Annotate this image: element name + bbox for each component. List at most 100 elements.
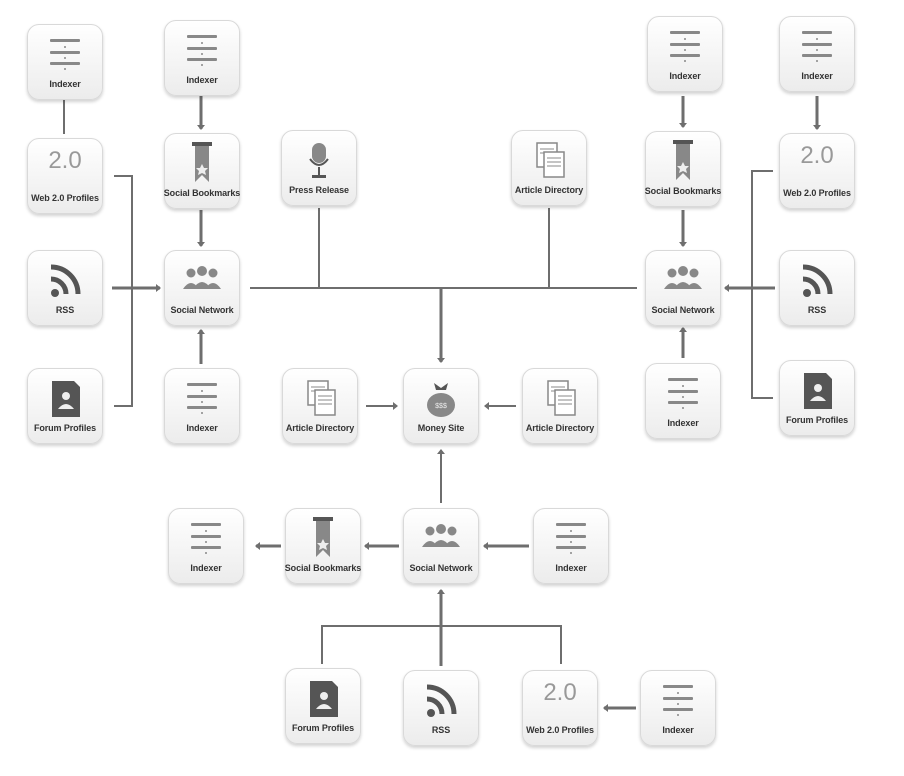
connector-right-bracket <box>751 170 773 399</box>
indexer-list-icon <box>169 517 243 559</box>
node-forum-l: Forum Profiles <box>27 368 103 444</box>
arrow-to-soc-l <box>197 242 205 247</box>
node-label: Web 2.0 Profiles <box>526 725 594 735</box>
rss-feed-icon <box>404 679 478 721</box>
rss-feed-icon <box>28 259 102 301</box>
web20-text-icon: 2.0 <box>543 679 577 706</box>
web20-text-icon: 2.0 <box>48 147 82 174</box>
node-rss-l: RSS <box>27 250 103 326</box>
arrow-idx-far-web20 <box>603 704 608 712</box>
node-label: Article Directory <box>514 185 584 195</box>
node-label: RSS <box>807 305 827 315</box>
forum-profile-icon <box>780 369 854 411</box>
people-group-icon <box>165 259 239 301</box>
node-label: Money Site <box>417 423 465 433</box>
node-art-l: Article Directory <box>282 368 358 444</box>
node-bm-b: Social Bookmarks <box>285 508 361 584</box>
node-money: $$$ Money Site <box>403 368 479 444</box>
node-label: Indexer <box>49 79 81 89</box>
node-soc-l: Social Network <box>164 250 240 326</box>
forum-profile-icon <box>28 377 102 419</box>
indexer-list-icon <box>641 679 715 721</box>
node-idx-b-r: Indexer <box>533 508 609 584</box>
svg-text:$$$: $$$ <box>435 403 447 410</box>
node-label: Indexer <box>662 725 694 735</box>
node-forum-r: Forum Profiles <box>779 360 855 436</box>
node-soc-r: Social Network <box>645 250 721 326</box>
node-label: Indexer <box>667 418 699 428</box>
node-label: Article Directory <box>285 423 355 433</box>
arrow-to-social-l <box>156 284 161 292</box>
indexer-list-icon <box>534 517 608 559</box>
node-label: Forum Profiles <box>785 415 849 425</box>
node-idx-b-l: Indexer <box>168 508 244 584</box>
node-label: Social Network <box>651 305 715 315</box>
indexer-list-icon <box>165 29 239 71</box>
bookmark-ribbon-icon <box>286 517 360 559</box>
bookmark-ribbon-icon <box>165 142 239 184</box>
node-label: Indexer <box>801 71 833 81</box>
people-group-icon <box>646 259 720 301</box>
node-label: Social Bookmarks <box>284 563 362 573</box>
node-bm-r: Social Bookmarks <box>645 131 721 207</box>
documents-icon <box>512 139 586 181</box>
node-idx-tl: Indexer <box>27 24 103 100</box>
node-press: Press Release <box>281 130 357 206</box>
node-idx-tl2: Indexer <box>164 20 240 96</box>
node-label: Social Network <box>409 563 473 573</box>
indexer-list-icon <box>780 25 854 67</box>
documents-icon <box>523 377 597 419</box>
documents-icon <box>283 377 357 419</box>
node-label: RSS <box>431 725 451 735</box>
forum-profile-icon <box>286 677 360 719</box>
node-rss-b: RSS <box>403 670 479 746</box>
node-label: RSS <box>55 305 75 315</box>
arrow-soc-b-bm <box>364 542 369 550</box>
arrow-to-web20-r <box>813 125 821 130</box>
node-label: Indexer <box>186 75 218 85</box>
connector-left-bracket <box>114 175 133 407</box>
node-forum-b: Forum Profiles <box>285 668 361 744</box>
node-label: Indexer <box>186 423 218 433</box>
arrow-to-bm-r <box>679 123 687 128</box>
arrow-to-money-top <box>437 358 445 363</box>
node-label: Article Directory <box>525 423 595 433</box>
node-soc-b: Social Network <box>403 508 479 584</box>
people-group-icon <box>404 517 478 559</box>
node-label: Web 2.0 Profiles <box>783 188 851 198</box>
node-idx-tr2: Indexer <box>779 16 855 92</box>
web20-text-icon: 2.0 <box>800 142 834 169</box>
arrow-up-soc-r <box>679 327 687 332</box>
arrow-idx-b-soc <box>483 542 488 550</box>
arrow-bm-b-idx <box>255 542 260 550</box>
node-label: Social Bookmarks <box>644 186 722 196</box>
node-label: Indexer <box>669 71 701 81</box>
node-idx-b-far: Indexer <box>640 670 716 746</box>
arrow-up-soc-l <box>197 329 205 334</box>
node-label: Indexer <box>555 563 587 573</box>
indexer-list-icon <box>165 377 239 419</box>
arrow-to-soc-r <box>679 242 687 247</box>
node-art-top: Article Directory <box>511 130 587 206</box>
node-label: Forum Profiles <box>33 423 97 433</box>
bookmark-ribbon-icon <box>646 140 720 182</box>
arrow-art-l-money <box>393 402 398 410</box>
node-label: Web 2.0 Profiles <box>31 193 99 203</box>
node-label: Social Bookmarks <box>163 188 241 198</box>
rss-feed-icon <box>780 259 854 301</box>
node-label: Indexer <box>190 563 222 573</box>
node-idx-l-bot: Indexer <box>164 368 240 444</box>
node-label: Social Network <box>170 305 234 315</box>
indexer-list-icon <box>646 372 720 414</box>
node-art-r: Article Directory <box>522 368 598 444</box>
indexer-list-icon <box>648 25 722 67</box>
node-label: Press Release <box>289 185 349 195</box>
node-idx-tr1: Indexer <box>647 16 723 92</box>
node-idx-r-bot: Indexer <box>645 363 721 439</box>
node-bm-l: Social Bookmarks <box>164 133 240 209</box>
